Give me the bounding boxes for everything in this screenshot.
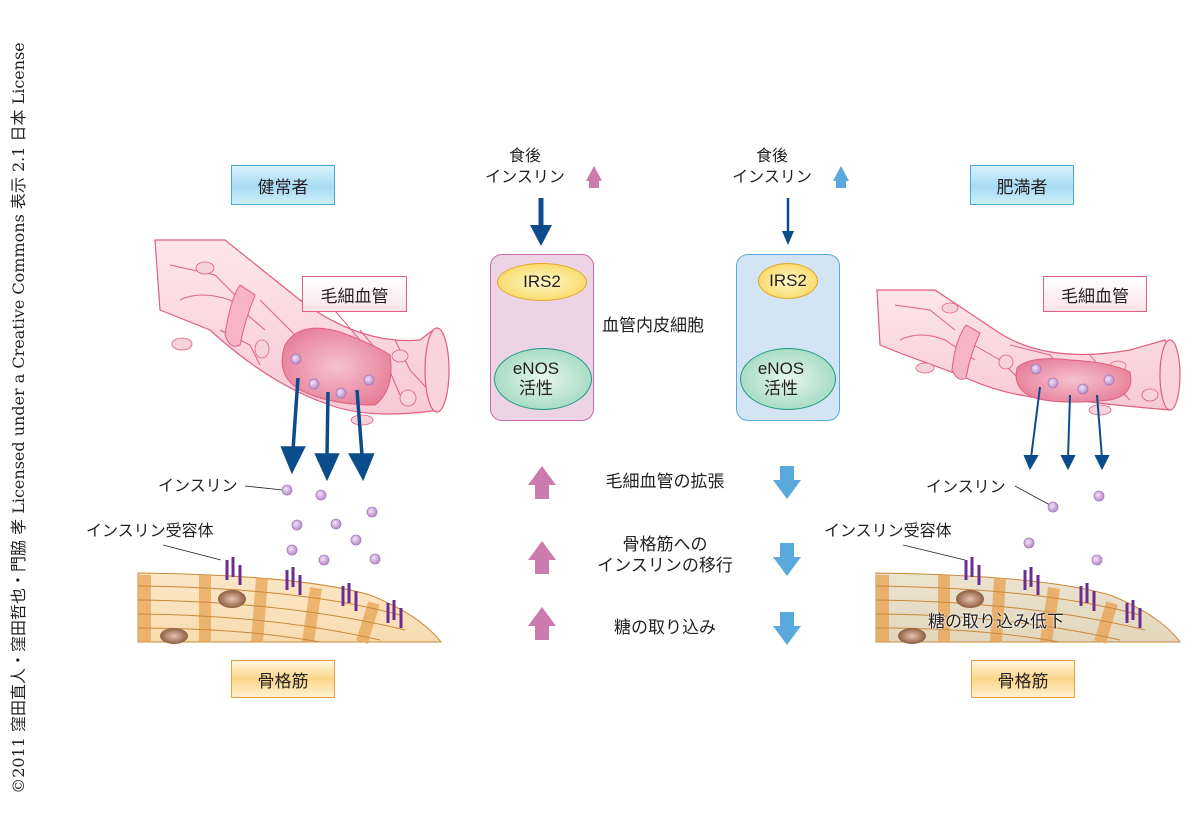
effect-line1: 骨格筋への [622, 535, 708, 555]
muscle-label-text: 骨格筋 [257, 671, 309, 692]
capillary-label-healthy: 毛細血管 [302, 276, 407, 312]
insulin-receptors-healthy [225, 557, 403, 628]
obese-effect-arrows [773, 466, 801, 645]
red-blood-cell [1015, 358, 1132, 403]
muscle-label-obese: 骨格筋 [971, 660, 1075, 698]
postmeal-line2: インスリン [732, 167, 812, 186]
effect-glucose-uptake: 糖の取り込み [614, 618, 716, 638]
enos-text: eNOS [512, 359, 560, 378]
up-arrow-icon [833, 166, 849, 181]
postmeal-line2: インスリン [485, 167, 565, 186]
insulin-label-healthy: インスリン [158, 476, 238, 495]
insulin-dots-in-vessel [1030, 363, 1115, 395]
enos-activity-healthy: eNOS 活性 [494, 348, 592, 410]
capillary-label-text: 毛細血管 [1061, 286, 1129, 307]
irs2-text: IRS2 [523, 272, 561, 291]
capillary-label-text: 毛細血管 [320, 286, 389, 307]
postmeal-line1: 食後 [508, 146, 541, 165]
insulin-dots-in-vessel [290, 353, 375, 399]
irs2-text: IRS2 [769, 271, 807, 290]
postmeal-insulin-healthy: 食後 インスリン [470, 145, 580, 187]
healthy-effect-arrows [528, 466, 556, 640]
up-arrow-icon [586, 166, 602, 181]
endothelial-cell-label: 血管内皮細胞 [602, 316, 704, 336]
glucose-uptake-decrease-label: 糖の取り込み低下 [928, 612, 1064, 632]
enos-activity-text: 活性 [764, 379, 798, 398]
receptor-label-healthy: インスリン受容体 [86, 521, 214, 540]
postmeal-insulin-obese: 食後 インスリン [717, 145, 827, 187]
insulin-transport-arrows-obese [1023, 386, 1110, 471]
insulin-receptors-obese [964, 557, 1142, 628]
healthy-title: 健常者 [231, 165, 335, 205]
effect-insulin-delivery: 骨格筋への インスリンの移行 [575, 535, 755, 577]
irs2-healthy: IRS2 [497, 263, 587, 301]
signal-arrow-right-top [782, 198, 794, 245]
up-arrow-icon [836, 180, 846, 188]
effect-vasodilation: 毛細血管の拡張 [605, 472, 725, 492]
insulin-dots-healthy [281, 484, 381, 566]
irs2-obese: IRS2 [758, 263, 818, 299]
obese-title: 肥満者 [970, 165, 1074, 205]
postmeal-line1: 食後 [755, 146, 788, 165]
enos-text: eNOS [757, 359, 805, 378]
insulin-transport-arrows-healthy [280, 377, 375, 482]
signal-arrow-left-top [530, 198, 552, 246]
enos-activity-text: 活性 [519, 379, 553, 398]
insulin-label-obese: インスリン [926, 477, 1006, 496]
capillary-label-obese: 毛細血管 [1043, 276, 1147, 312]
effect-line2: インスリンの移行 [597, 556, 733, 576]
obese-title-text: 肥満者 [996, 177, 1048, 198]
up-arrow-icon [589, 180, 599, 188]
receptor-label-obese: インスリン受容体 [824, 521, 952, 540]
enos-activity-obese: eNOS 活性 [740, 348, 836, 410]
healthy-title-text: 健常者 [257, 177, 309, 198]
muscle-label-text: 骨格筋 [997, 671, 1049, 692]
insulin-dots-obese [1023, 490, 1105, 566]
muscle-label-healthy: 骨格筋 [231, 660, 335, 698]
